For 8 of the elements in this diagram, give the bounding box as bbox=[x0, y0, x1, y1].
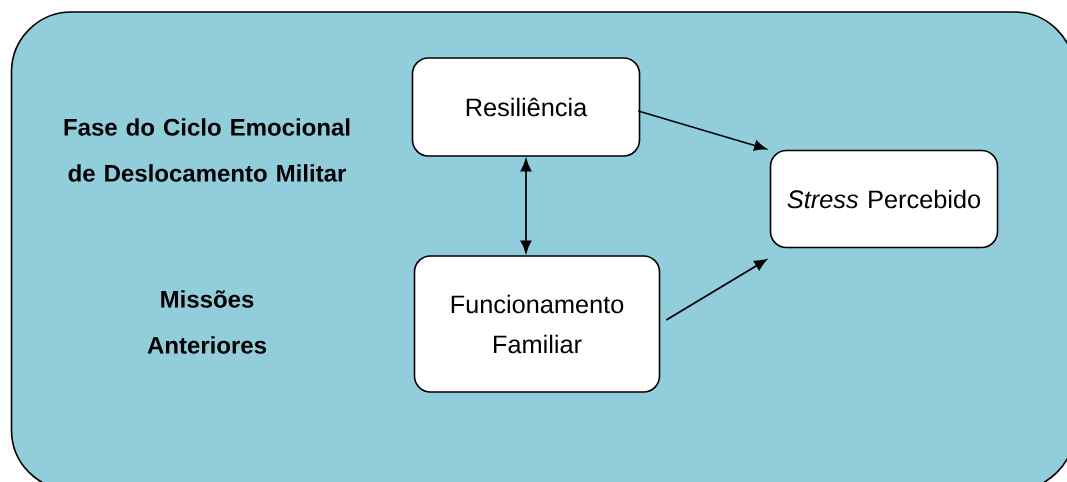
rounded-box: Funcionamento Familiar bbox=[413, 255, 661, 393]
side-label: Fase do Ciclo Emocional de Deslocamento Militar bbox=[64, 118, 350, 182]
arrow bbox=[665, 259, 767, 321]
arrow bbox=[637, 110, 767, 151]
side-label: Missões Anteriores bbox=[147, 290, 266, 354]
rounded-box: Stress Percebido bbox=[769, 149, 999, 249]
arrow bbox=[520, 159, 532, 253]
rounded-box: Resiliência bbox=[411, 57, 641, 157]
